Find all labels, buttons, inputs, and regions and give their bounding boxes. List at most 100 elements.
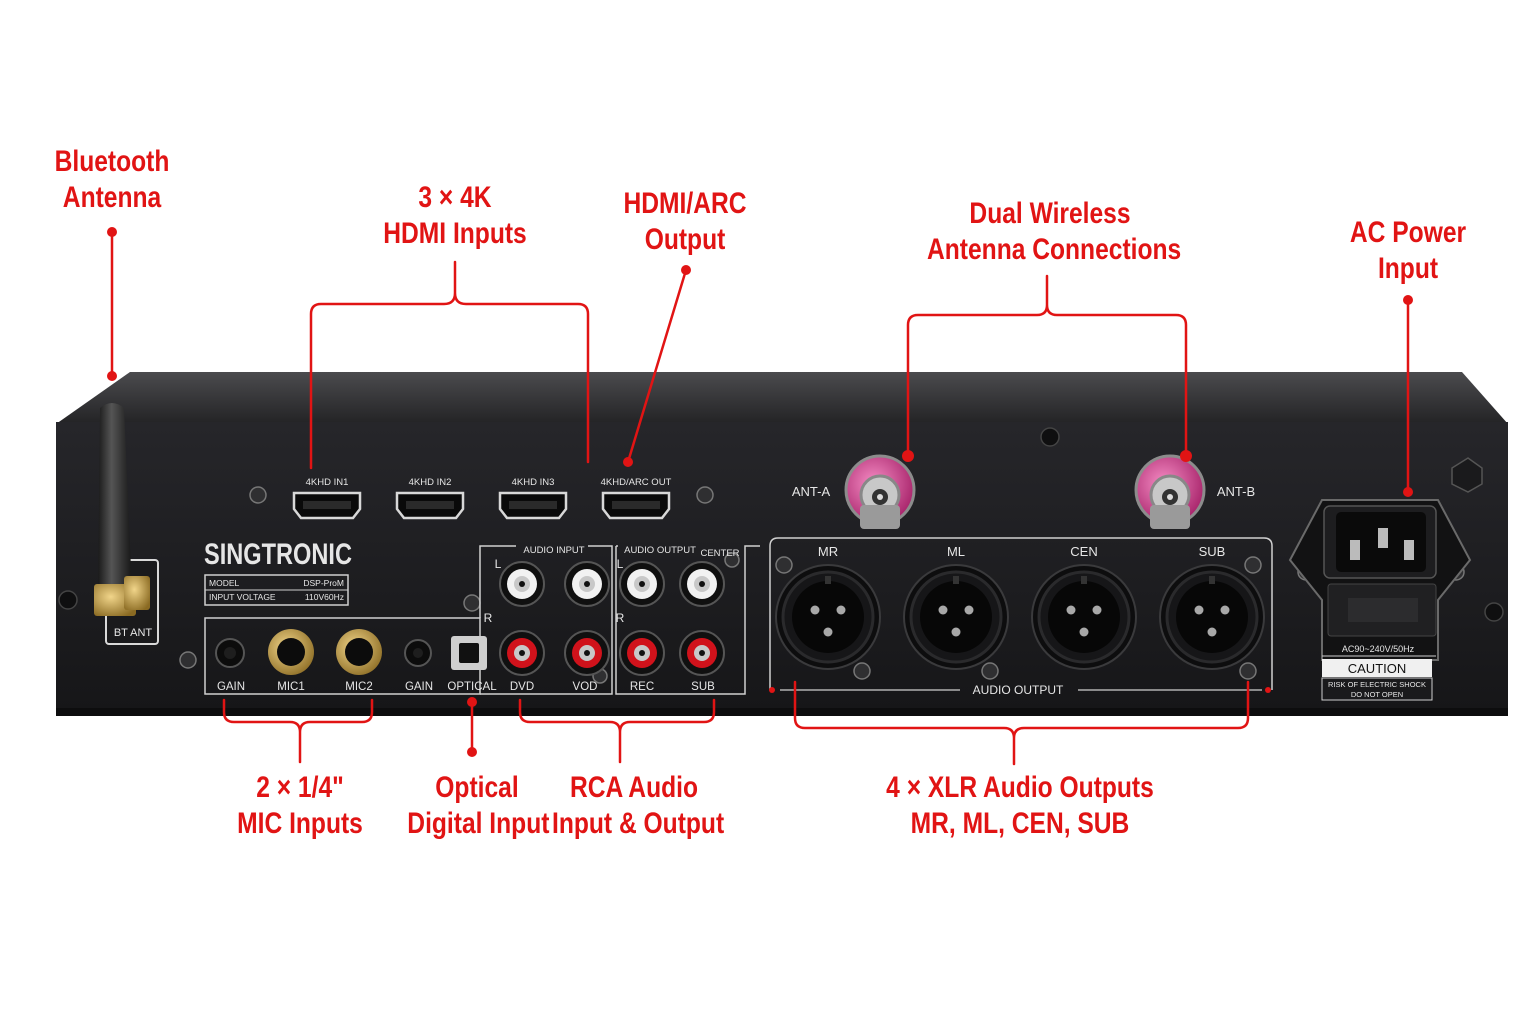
screw	[58, 590, 78, 610]
audio-input-label: AUDIO INPUT	[523, 545, 584, 556]
xlr-label: MR	[818, 544, 838, 559]
screw	[1451, 457, 1483, 493]
ant-b-connector	[1134, 454, 1206, 529]
xlr-connector: MR	[775, 544, 881, 670]
callout-line: Dual Wireless	[969, 197, 1131, 230]
leader-dot	[769, 687, 775, 693]
screw	[1040, 427, 1060, 447]
screw	[1484, 602, 1504, 622]
callout-bluetooth-antenna: Bluetooth Antenna	[46, 144, 177, 216]
caution-label: CAUTION	[1348, 661, 1407, 676]
hdmi-port-label: 4KHD IN2	[409, 477, 452, 488]
gain-knob-2	[404, 639, 432, 667]
xlr-label: ML	[947, 544, 965, 559]
optical-port	[451, 636, 487, 670]
channel-l-label: L	[495, 557, 502, 571]
rca-white-jack	[564, 561, 610, 607]
rca-red-jack	[564, 630, 610, 676]
channel-r-label: R	[484, 611, 493, 625]
leader-dot	[681, 265, 691, 275]
leader-wireless	[906, 274, 1188, 458]
callout-ac-power: AC Power Input	[1342, 215, 1473, 287]
callout-line: Bluetooth	[54, 145, 170, 178]
voltage-value: 110V60Hz	[305, 592, 344, 602]
xlr-connector: SUB	[1159, 544, 1265, 670]
leader-dot	[107, 371, 117, 381]
gain-knob-1	[215, 638, 245, 668]
leader-dot	[902, 450, 914, 462]
callout-line: MIC Inputs	[237, 807, 363, 840]
port-label: REC	[630, 681, 654, 693]
xlr-connector: CEN	[1031, 544, 1137, 670]
port-label: MIC1	[277, 681, 304, 693]
leader-dot	[467, 747, 477, 757]
hdmi-port: 4KHD IN2	[395, 477, 465, 520]
model-label: MODEL	[209, 578, 240, 588]
callout-line: AC Power	[1349, 216, 1467, 249]
port-label: DVD	[510, 681, 534, 693]
leader-dot	[623, 457, 633, 467]
leader-xlr	[793, 680, 1250, 766]
hdmi-port: 4KHD IN3	[498, 477, 568, 520]
xlr-label: CEN	[1070, 544, 1097, 559]
bt-ant-label: BT ANT	[114, 627, 153, 639]
bt-antenna: BT ANT	[94, 403, 159, 645]
antenna-connectors: ANT-A ANT-B	[792, 454, 1255, 529]
callout-hdmi-arc: HDMI/ARC Output	[611, 186, 759, 258]
callout-line: MR, ML, CEN, SUB	[910, 807, 1130, 840]
callout-line: Antenna	[62, 181, 162, 214]
callout-line: 2 × 1/4"	[256, 771, 344, 804]
warning-line-1: RISK OF ELECTRIC SHOCK	[1328, 680, 1426, 689]
rca-jacks	[499, 561, 725, 676]
callout-line: Output	[644, 223, 726, 256]
callout-line: 4 × XLR Audio Outputs	[886, 771, 1154, 804]
rca-white-jack	[619, 561, 665, 607]
channel-l-label: L	[617, 557, 624, 571]
rca-white-jack	[499, 561, 545, 607]
voltage-label: INPUT VOLTAGE	[209, 592, 276, 602]
callout-line: Optical	[435, 771, 519, 804]
leader-hdmi-arc	[626, 268, 688, 464]
hdmi-port: 4KHD IN1	[292, 477, 362, 520]
chassis-bottom-edge	[56, 708, 1508, 716]
hdmi-port: 4KHD/ARC OUT	[601, 477, 672, 520]
xlr-connector: ML	[903, 544, 1009, 670]
rca-red-jack	[619, 630, 665, 676]
callout-line: RCA Audio	[570, 771, 698, 804]
leader-dot	[1403, 487, 1413, 497]
callout-xlr-outputs: 4 × XLR Audio Outputs MR, ML, CEN, SUB	[881, 770, 1160, 842]
ac-power-inlet: AC90~240V/50Hz CAUTION RISK OF ELECTRIC …	[1288, 499, 1472, 701]
ant-a-connector	[844, 454, 916, 529]
callout-line: HDMI/ARC	[623, 187, 747, 220]
callout-line: Input & Output	[552, 807, 725, 840]
port-label: GAIN	[405, 681, 433, 693]
port-label: MIC2	[345, 681, 372, 693]
callout-wireless-antenna: Dual Wireless Antenna Connections	[927, 196, 1181, 268]
rca-red-jack	[499, 630, 545, 676]
chassis-top	[56, 372, 1508, 424]
callout-line: Input	[1377, 252, 1439, 285]
leader-dot	[1265, 687, 1271, 693]
port-label: VOD	[573, 681, 598, 693]
xlr-section-frame	[769, 537, 1273, 690]
audio-output-label: AUDIO OUTPUT	[624, 545, 696, 556]
port-label: OPTICAL	[447, 681, 497, 693]
leader-dot	[467, 697, 477, 707]
jacks	[215, 629, 487, 675]
leader-dot	[1403, 295, 1413, 305]
model-plate: MODEL DSP-ProM INPUT VOLTAGE 110V60Hz	[204, 574, 349, 606]
callout-line: Digital Input	[407, 807, 550, 840]
rca-red-jack	[679, 630, 725, 676]
brand-logo: SINGTRONIC	[204, 538, 352, 571]
callout-hdmi-inputs: 3 × 4K HDMI Inputs	[373, 180, 537, 252]
leader-dot	[1180, 450, 1192, 462]
leader-dot	[107, 227, 117, 237]
mic2-jack	[336, 629, 382, 675]
leader-lines	[107, 227, 1413, 766]
ac-rating: AC90~240V/50Hz	[1342, 644, 1415, 654]
callout-line: 3 × 4K	[418, 181, 492, 214]
xlr-outputs: MR ML CEN SUB	[775, 544, 1265, 670]
callout-optical-input: Optical Digital Input	[407, 770, 550, 842]
channel-r-label: R	[616, 611, 625, 625]
